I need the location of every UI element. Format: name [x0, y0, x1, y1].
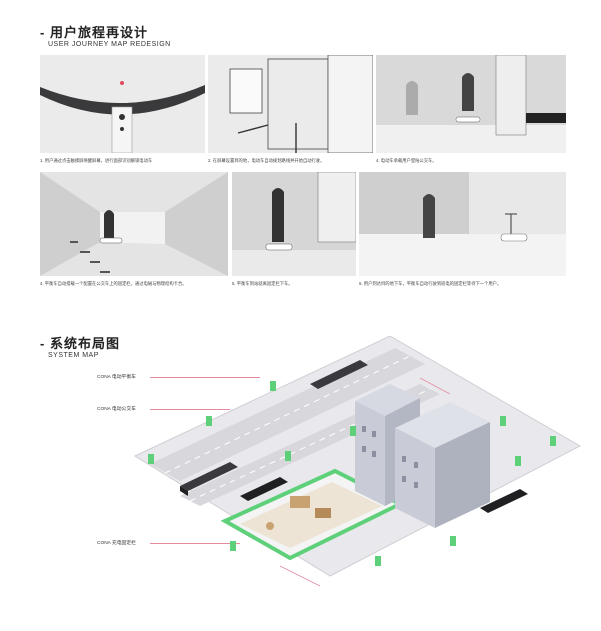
journey-panel-3 [376, 55, 566, 153]
scooter-handlebar-illustration [40, 81, 205, 153]
label-electric-bus: CONA 电动公交车 [97, 407, 136, 412]
arrival-illustration [359, 172, 566, 276]
system-map-illustration [120, 335, 590, 626]
journey-caption-2: 2. 在屏幕设置目的地，电动车自动规划路线并开始自动行驶。 [208, 158, 325, 163]
screen-route-illustration [229, 55, 373, 153]
journey-subtitle: USER JOURNEY MAP REDESIGN [48, 41, 171, 48]
bus-interior-illustration [40, 172, 228, 276]
journey-panel-5 [232, 172, 356, 276]
journey-title: - 用户旅程再设计 [40, 25, 148, 40]
journey-caption-3: 4. 电动车承载用户登陆公交车。 [376, 158, 437, 163]
journey-caption-1: 1. 用户通过点击触摸屏唤醒屏幕，进行面部识别解锁电动车 [40, 158, 153, 163]
journey-panel-1 [40, 55, 205, 153]
system-subtitle: SYSTEM MAP [48, 352, 99, 359]
riding-scooter-illustration [232, 172, 356, 276]
journey-caption-4: 4. 平衡车自动搭载一个配置在公交车上的固定栏，通过电磁与物理结构卡合。 [40, 281, 187, 286]
isometric-city-map [133, 335, 582, 587]
leader-line-1 [150, 377, 260, 378]
journey-panel-2 [208, 55, 373, 153]
boarding-bus-illustration [376, 55, 566, 153]
journey-caption-6: 6. 用户到达目的地下车，平衡车自动行驶到班电的固定栏等待下一个用户。 [359, 281, 502, 286]
leader-line-3 [150, 543, 240, 544]
leader-line-2 [150, 409, 230, 410]
journey-panel-6 [359, 172, 566, 276]
system-title: - 系统布局图 [40, 336, 120, 351]
journey-caption-5: 5. 平衡车到站就离固定栏下车。 [232, 281, 293, 286]
label-balance-scooter: CONA 电动平衡车 [97, 375, 136, 380]
label-charging-post: CONA 充电固定栏 [97, 541, 136, 546]
journey-panel-4 [40, 172, 228, 276]
